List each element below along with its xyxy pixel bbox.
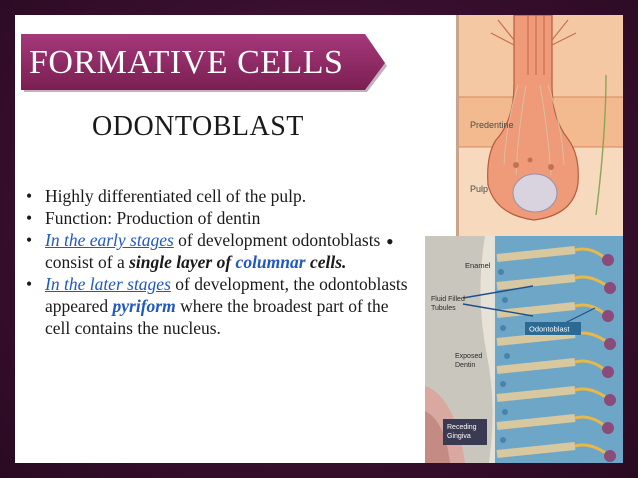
bullet-text-segment: In the early stages — [45, 230, 174, 250]
bullet-text-segment: In the later stages — [45, 274, 171, 294]
fluid-filled-tubules-label: Fluid Filled Tubules — [431, 296, 467, 312]
bullet-text-segment: of development odontoblasts consist of a — [45, 230, 381, 272]
enamel-label: Enamel — [465, 261, 491, 270]
slide: FORMATIVE CELLS ODONTOBLAST • Highly diff… — [15, 15, 623, 463]
bullet-item: • In the later stages of development, the… — [23, 273, 415, 339]
bullet-item: • Function: Production of dentin — [23, 207, 415, 229]
bullet-item: • Highly differentiated cell of the pulp. — [23, 185, 415, 207]
pulp-label: Pulp — [470, 184, 488, 194]
exposed-dentin-label: Exposed Dentin — [455, 353, 484, 369]
odontoblast-label: Odontoblast — [529, 325, 570, 334]
bullet-text-segment: cells. — [305, 252, 347, 272]
slide-subtitle: ODONTOBLAST — [92, 111, 304, 142]
bullet-marker: • — [26, 186, 33, 206]
stray-mark: • — [386, 229, 394, 254]
bullet-text-segment: Highly differentiated cell of the pulp. — [45, 186, 307, 206]
receding-gingiva-label: Receding Gingiva — [447, 424, 479, 440]
bullet-text-segment: Function: Production of dentin — [45, 208, 261, 228]
bullet-marker: • — [26, 230, 33, 250]
odontoblast-diagram: Predentine Pulp — [456, 15, 623, 236]
bullet-list: • Highly differentiated cell of the pulp.… — [23, 185, 415, 339]
bullet-item: • In the early stages of development odon… — [23, 229, 415, 273]
bullet-text-segment: of development, the odontoblasts appeare… — [45, 274, 408, 316]
bullet-marker: • — [26, 274, 33, 294]
slide-title: FORMATIVE CELLS — [29, 44, 344, 81]
bullet-text-segment: columnar — [235, 252, 306, 272]
bullet-marker: • — [26, 208, 33, 228]
predentine-label: Predentine — [470, 120, 514, 130]
title-banner-shape — [21, 34, 387, 92]
dentin-tubule-diagram: Enamel Fluid Filled Tubules Odontoblast … — [425, 236, 623, 463]
tubule-rows — [496, 246, 576, 458]
bullet-text-segment: single layer of — [129, 252, 236, 272]
bullet-text-segment: pyriform — [112, 296, 176, 316]
bullet-text-segment: where the broadest part of the cell cont… — [45, 296, 389, 338]
title-banner: FORMATIVE CELLS — [21, 34, 389, 94]
